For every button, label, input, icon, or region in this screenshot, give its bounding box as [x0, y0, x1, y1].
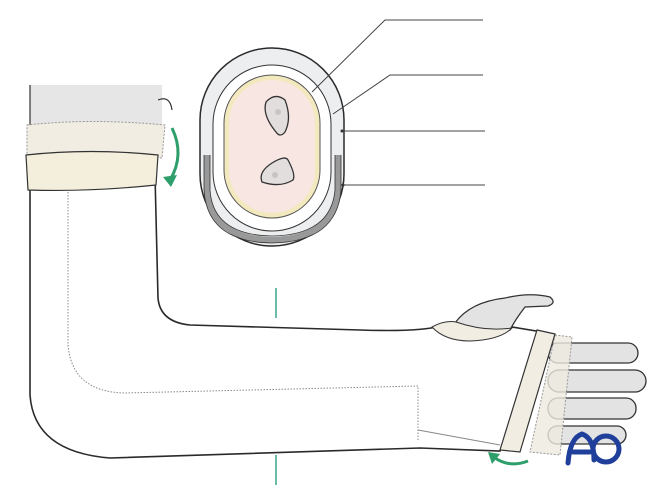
sleeve-edge: [29, 85, 173, 130]
splint-layer-outline: [203, 155, 342, 244]
leader-line-1: [311, 19, 483, 93]
arrow-head-lower: [488, 452, 500, 464]
upper-cuff: [25, 150, 159, 192]
leader-lines: [311, 19, 485, 186]
rotation-arrow-lower: [494, 456, 529, 466]
cross-section: [199, 47, 345, 247]
bone-radius: [264, 95, 290, 136]
sleeve: [30, 85, 162, 132]
arrow-head-upper: [163, 175, 177, 187]
thumb: [453, 294, 554, 332]
ao-logo: [565, 431, 622, 466]
hand-stockinette: [529, 334, 573, 456]
bone-ulna: [260, 157, 295, 186]
padding-line: [67, 192, 419, 440]
wrist-band: [499, 329, 556, 453]
fingers: [547, 342, 647, 445]
thumb-cuff: [431, 321, 514, 342]
leader-line-2: [332, 74, 483, 115]
splint-layer: [204, 155, 341, 244]
padding-line-2: [417, 429, 501, 446]
rotation-arrow-upper: [168, 127, 180, 181]
